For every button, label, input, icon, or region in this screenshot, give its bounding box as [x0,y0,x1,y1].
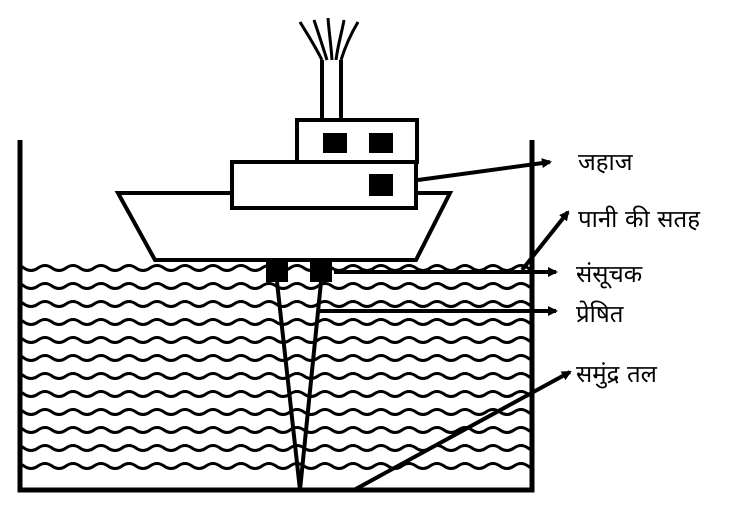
label-water-surface: पानी की सतह [578,205,700,233]
transmitted-wave [275,281,302,491]
wave-line [20,426,532,434]
wave-line [20,462,532,470]
arrow-sea-bed [353,370,572,492]
wave-line [20,336,532,344]
wave-line [20,372,532,380]
detector-device [310,262,332,282]
arrow-water-surface [520,210,570,272]
water-waves [20,264,532,470]
window-1 [323,133,347,153]
wave-line [20,300,532,308]
wave-line [20,282,532,290]
window-3 [369,174,393,196]
label-ship: जहाज [578,148,633,176]
wave-line [20,264,532,272]
arrow-ship [417,158,552,182]
smoke [298,17,360,61]
label-transmitter: प्रेषित [576,300,624,328]
wave-line [20,444,532,452]
water-tank [17,140,535,493]
wave-line [20,318,532,326]
transmitter-device [266,262,288,282]
window-2 [369,133,393,153]
reflected-wave [298,281,323,491]
label-detector: संसूचक [576,260,643,288]
label-sea-bed: समुंद्र तल [576,360,657,388]
ship-cabin-upper [295,118,419,164]
wave-line [20,354,532,362]
